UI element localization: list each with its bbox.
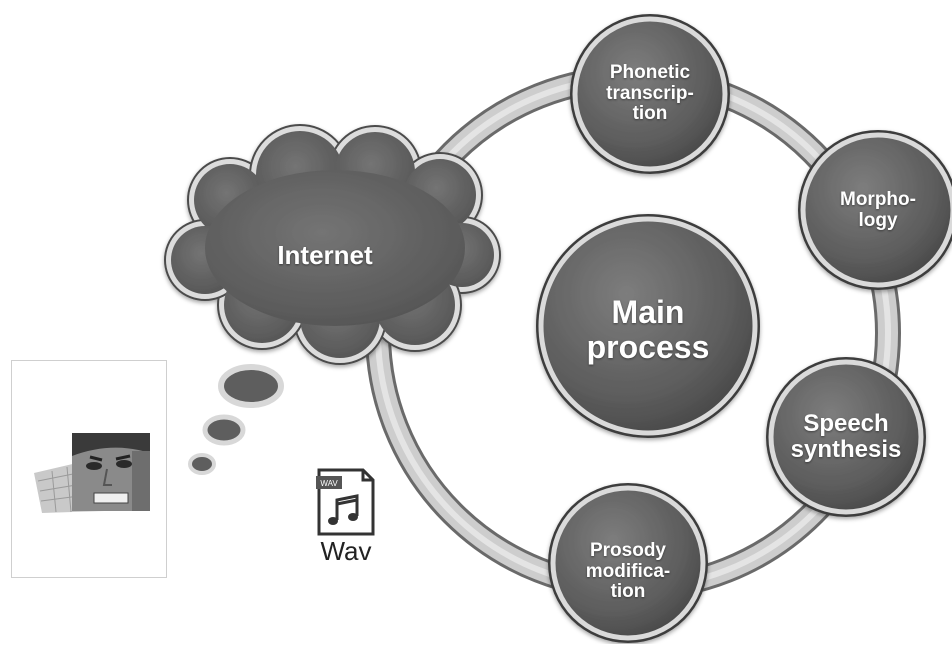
person-at-keyboard-photo — [12, 361, 166, 577]
prosody-modification-label: Prosody modifica- tion — [585, 540, 671, 603]
internet-label: Internet — [277, 239, 373, 270]
phonetic-transcription-node — [570, 14, 730, 174]
user-photo-card — [11, 360, 167, 578]
main-process-node — [536, 214, 760, 438]
wav-label: Wav — [320, 536, 372, 566]
wav-badge: WAV — [320, 479, 338, 488]
thought-bubbles — [188, 364, 284, 475]
wav-file-icon: WAV Wav — [311, 464, 381, 566]
main-process-label: Main process — [586, 294, 710, 365]
morphology-label: Morpho- logy — [840, 189, 916, 231]
speech-synthesis-node — [766, 357, 926, 517]
speech-synthesis-label: Speech synthesis — [790, 410, 902, 463]
morphology-node — [798, 130, 952, 290]
face-image — [72, 433, 150, 511]
internet-cloud — [164, 124, 501, 365]
music-note-icon: WAV — [316, 468, 375, 536]
phonetic-transcription-label: Phonetic transcrip- tion — [606, 62, 694, 125]
prosody-modification-node — [548, 483, 708, 643]
